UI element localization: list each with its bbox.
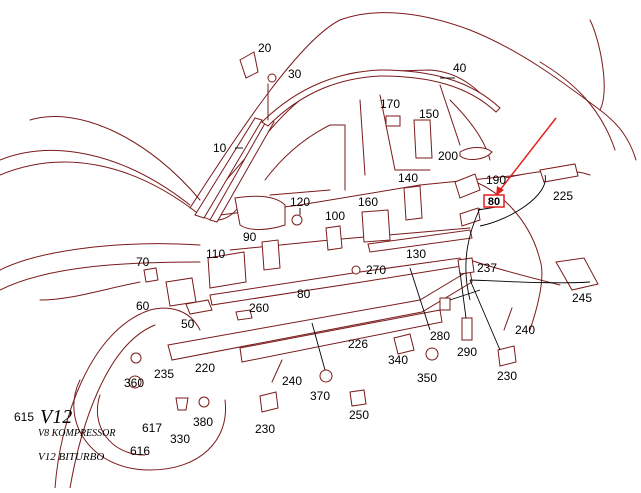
- emblem-badge-616: V12 BITURBO: [38, 451, 104, 463]
- label-270: 270: [366, 263, 386, 277]
- label-10: 10: [213, 141, 227, 155]
- label-290: 290: [457, 345, 477, 359]
- label-380: 380: [193, 415, 213, 429]
- label-230-right: 230: [497, 369, 517, 383]
- label-280: 280: [430, 329, 450, 343]
- emblems: 615 V12 V8 KOMPRESSOR 617 V12 BITURBO 61…: [14, 406, 162, 463]
- label-80: 80: [297, 287, 311, 301]
- label-130: 130: [406, 247, 426, 261]
- part-labels: 20 30 40 10 170 150 200 190 140 120 160 …: [124, 41, 592, 446]
- label-190: 190: [486, 173, 506, 187]
- label-370: 370: [310, 389, 330, 403]
- highlight-callout: 80: [483, 117, 557, 208]
- label-30: 30: [288, 67, 302, 81]
- label-70: 70: [136, 255, 150, 269]
- label-240-right: 240: [515, 323, 535, 337]
- label-20: 20: [258, 41, 272, 55]
- label-225: 225: [553, 189, 573, 203]
- label-350: 350: [417, 371, 437, 385]
- label-200: 200: [438, 149, 458, 163]
- label-226: 226: [348, 337, 368, 351]
- emblem-badge-617: V8 KOMPRESSOR: [38, 428, 116, 439]
- emblem-number-616: 616: [130, 444, 150, 458]
- label-170: 170: [380, 97, 400, 111]
- label-60: 60: [136, 299, 150, 313]
- label-140: 140: [398, 171, 418, 185]
- label-330: 330: [170, 432, 190, 446]
- label-160: 160: [358, 195, 378, 209]
- label-110: 110: [206, 247, 225, 261]
- label-220: 220: [195, 361, 215, 375]
- highlight-label: 80: [488, 196, 500, 208]
- emblem-badge-615: V12: [40, 406, 72, 428]
- label-360: 360: [124, 376, 144, 390]
- label-100: 100: [325, 209, 345, 223]
- label-250: 250: [349, 408, 369, 422]
- label-235: 235: [154, 367, 174, 381]
- label-150: 150: [419, 107, 439, 121]
- label-340: 340: [388, 353, 408, 367]
- parts: [130, 51, 599, 413]
- label-90: 90: [243, 230, 257, 244]
- label-260: 260: [249, 301, 269, 315]
- emblem-number-615: 615: [14, 410, 34, 424]
- label-230-left: 230: [255, 422, 275, 436]
- leader-lines: [235, 77, 591, 371]
- label-50: 50: [181, 317, 195, 331]
- label-245: 245: [572, 291, 592, 305]
- label-40: 40: [453, 61, 467, 75]
- highlight-box: [483, 194, 505, 208]
- label-120: 120: [290, 195, 310, 209]
- label-237: 237: [477, 261, 497, 275]
- emblem-number-617: 617: [142, 421, 162, 435]
- label-240-left: 240: [282, 374, 302, 388]
